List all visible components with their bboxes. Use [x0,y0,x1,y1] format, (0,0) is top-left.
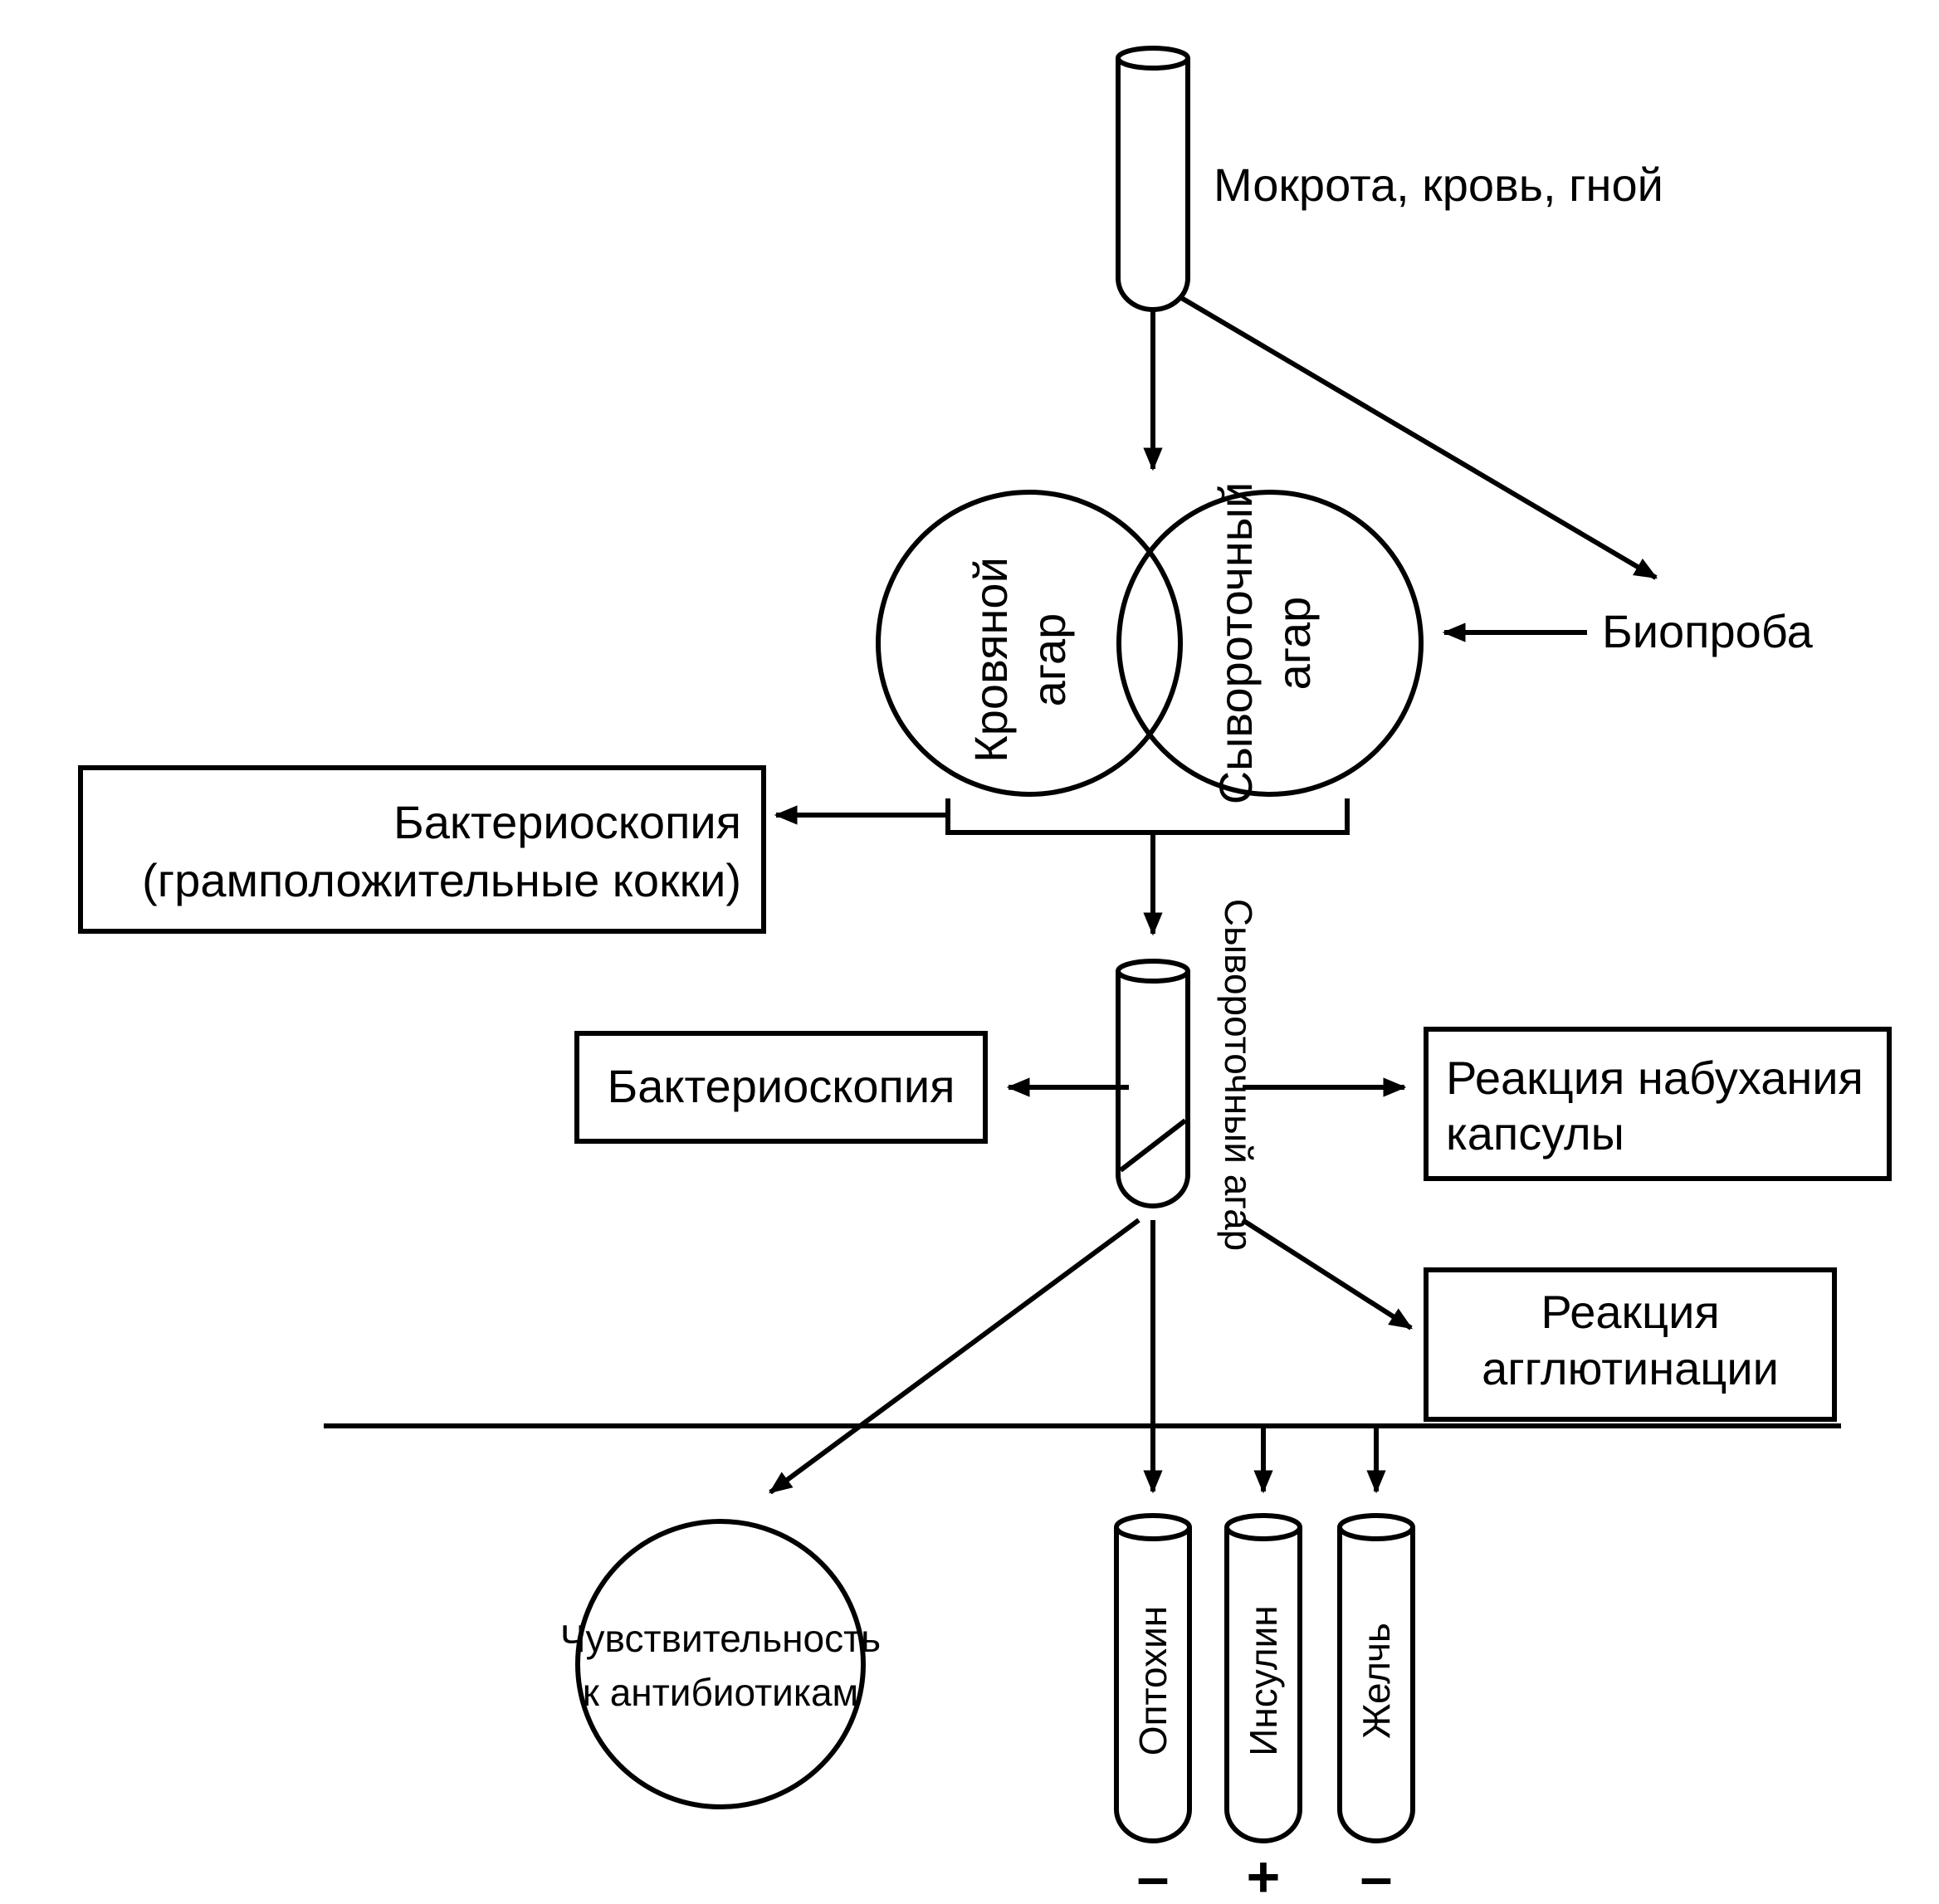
optochin-label: Оптохин [1131,1606,1175,1755]
serum-agar-tube-label: Сывороточный агар [1217,899,1260,1252]
serum-agar-tube [1116,959,1190,1208]
capsule-swelling-line2: капсулы [1446,1107,1624,1159]
capsule-swelling-box [1424,1027,1892,1181]
bile-result: – [1360,1844,1393,1904]
optochin-result: – [1137,1844,1170,1904]
blood-agar-label-line2: агар [1023,613,1075,707]
optochin-tube [1114,1513,1192,1843]
bacterioscopy-box-1 [78,765,766,934]
plates-bracket [945,798,1350,835]
agar-plates [876,490,1424,797]
serum-agar-label-line1: Сывороточный [1209,482,1262,805]
bacterioscopy-box-2 [574,1031,988,1144]
antibiotic-sensitivity-plate [575,1519,866,1809]
arrow-tube-to-agglutination [1241,1218,1413,1330]
blood-agar-label-line1: Кровяной [965,557,1017,763]
bacterioscopy-2-label: Бактериоскопия [608,1060,955,1112]
insulin-tube [1224,1513,1302,1843]
bioassay-label: Биопроба [1602,605,1814,657]
capsule-swelling-line1: Реакция набухания [1446,1052,1863,1104]
antibiotic-sensitivity-line1: Чувствительность [560,1617,881,1660]
agglutination-line1: Реакция [1541,1286,1719,1338]
bacterioscopy-1-line2: (грамположительные кокки) [142,854,741,906]
bacterioscopy-1-line1: Бактериоскопия [393,796,741,848]
insulin-label: Инсулин [1242,1605,1285,1755]
agglutination-box [1424,1267,1837,1422]
antibiotic-sensitivity-line2: к антибиотикам [583,1671,858,1714]
insulin-result: + [1247,1844,1281,1904]
bile-label: Желчь [1355,1623,1398,1739]
bile-tube [1337,1513,1415,1843]
arrow-tube-to-antibiotic-sensitivity [769,1218,1140,1495]
sample-tube [1116,46,1190,312]
arrow-tube-to-bioassay [1177,294,1658,580]
sample-label: Мокрота, кровь, гной [1214,159,1663,211]
agglutination-line2: агглютинации [1482,1342,1779,1394]
serum-agar-label-line2: агар [1267,597,1320,691]
